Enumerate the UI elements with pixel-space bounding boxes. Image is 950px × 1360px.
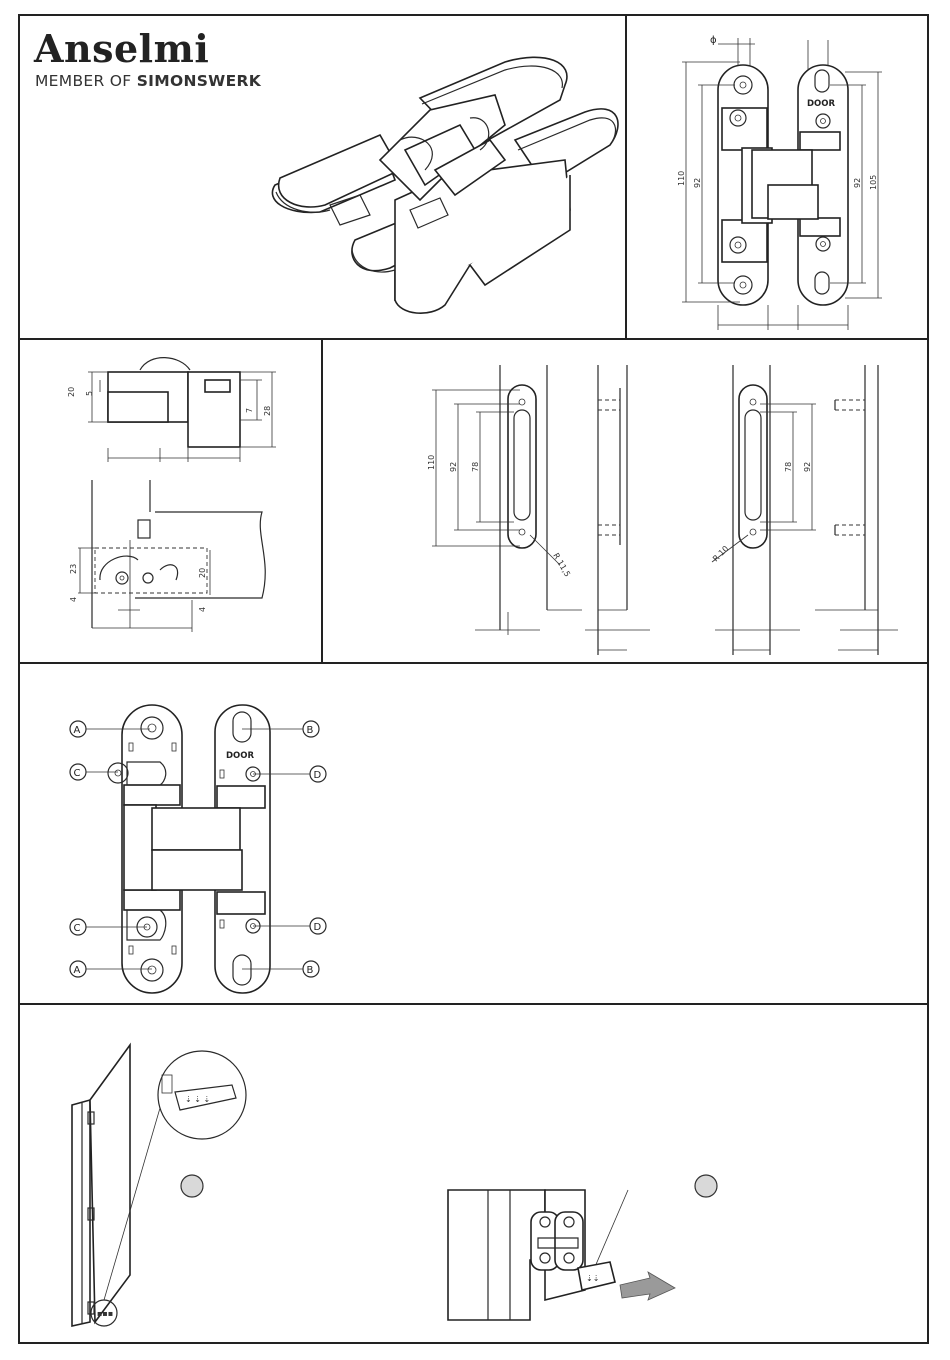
step-2-marker: [695, 1175, 717, 1197]
bubble-marks: ⇣ ⇣ ⇣: [185, 1095, 210, 1104]
step1-tag: ▪▪▪: [97, 1309, 113, 1318]
insert-arrow-icon: [620, 1272, 675, 1300]
step2-tag-marks: ⇣⇣: [586, 1274, 599, 1283]
step-1-marker: [181, 1175, 203, 1197]
